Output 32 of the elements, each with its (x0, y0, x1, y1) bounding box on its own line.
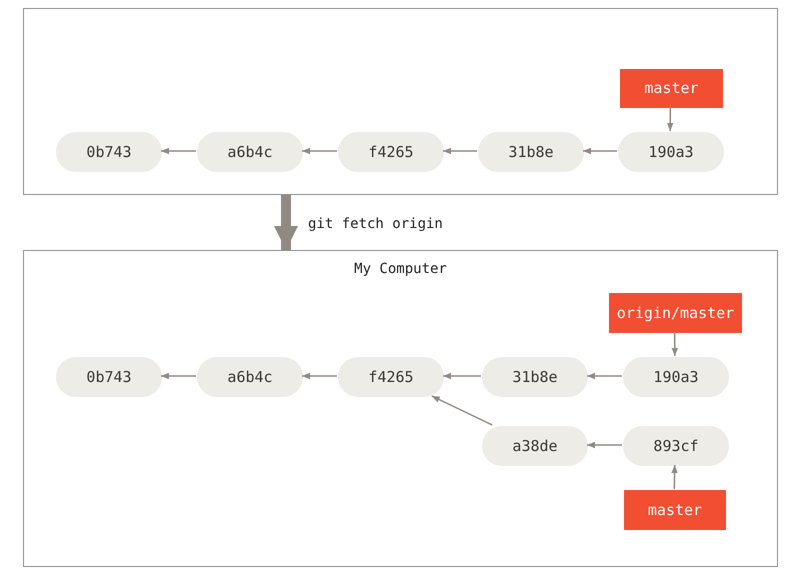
commit-node: 31b8e (478, 132, 584, 172)
arrow (443, 148, 477, 154)
commit-node: f4265 (338, 357, 444, 397)
arrow (587, 442, 622, 448)
commit-node: a6b4c (197, 357, 303, 397)
arrow (161, 148, 196, 154)
commit-node: a6b4c (197, 132, 303, 172)
repository-frame (23, 250, 778, 567)
commit-node: f4265 (338, 132, 444, 172)
arrow (302, 148, 337, 154)
repository-frame (23, 8, 778, 195)
branch-label: master (624, 490, 726, 530)
arrow (583, 148, 617, 154)
arrow (302, 372, 337, 380)
arrow (667, 107, 674, 131)
arrow (431, 395, 493, 426)
arrow (587, 372, 622, 380)
frame-heading: My Computer (353, 260, 448, 279)
commit-node: a38de (482, 426, 588, 466)
arrow (443, 372, 481, 380)
arrow (672, 332, 678, 356)
arrow (671, 464, 678, 490)
branch-label: master (620, 69, 723, 108)
commit-node: 0b743 (56, 132, 162, 172)
commit-node: 0b743 (56, 357, 162, 397)
commit-node: 190a3 (623, 357, 729, 397)
arrow (161, 372, 196, 380)
branch-label: origin/master (609, 293, 742, 333)
commit-node: 893cf (623, 426, 729, 466)
arrow (274, 195, 298, 250)
commit-node: 190a3 (618, 132, 724, 172)
commit-node: 31b8e (482, 357, 588, 397)
